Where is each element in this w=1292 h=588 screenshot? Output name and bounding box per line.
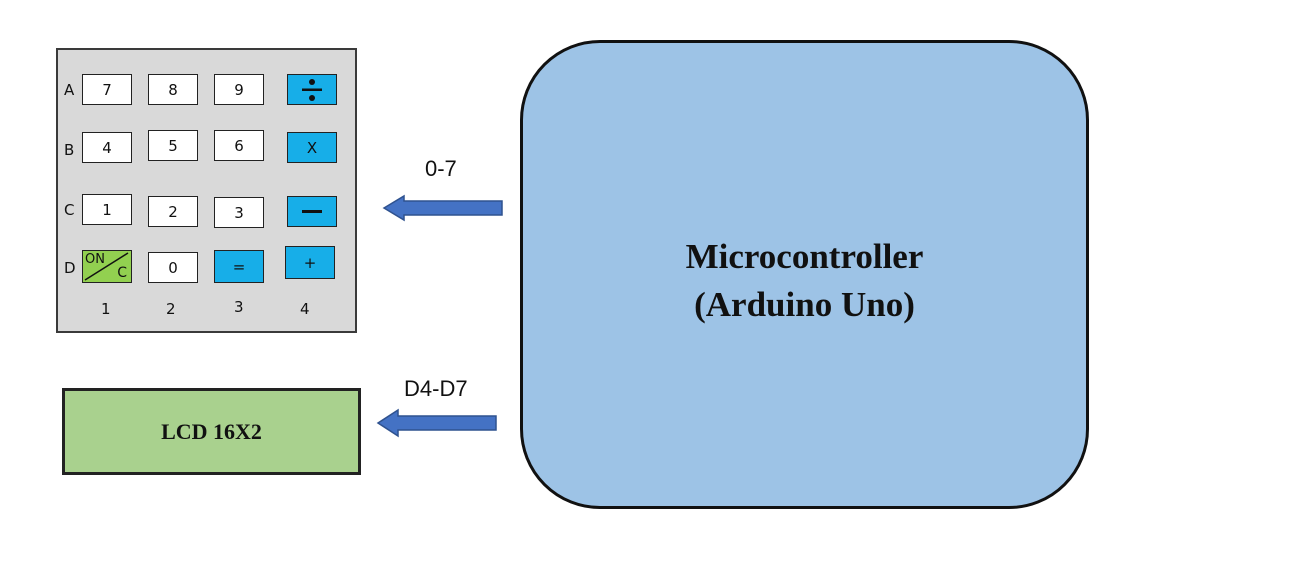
key-2[interactable]: 2 xyxy=(148,196,198,227)
clear-label: C xyxy=(117,265,127,281)
microcontroller-name: Microcontroller xyxy=(685,237,924,276)
left-arrow-icon xyxy=(382,194,503,222)
col-label-4: 4 xyxy=(300,300,310,318)
row-label-a: A xyxy=(64,81,75,99)
row-label-b: B xyxy=(64,141,75,159)
key-divide[interactable] xyxy=(287,74,337,105)
key-3[interactable]: 3 xyxy=(214,197,264,228)
microcontroller-block: Microcontroller (Arduino Uno) xyxy=(520,40,1089,509)
key-5[interactable]: 5 xyxy=(148,130,198,161)
on-label: ON xyxy=(85,252,105,267)
key-0[interactable]: 0 xyxy=(148,252,198,283)
minus-icon xyxy=(302,209,322,213)
key-6[interactable]: 6 xyxy=(214,130,264,161)
key-equals[interactable]: = xyxy=(214,250,264,283)
key-multiply[interactable]: X xyxy=(287,132,337,163)
lcd-block: LCD 16X2 xyxy=(62,388,361,475)
key-1[interactable]: 1 xyxy=(82,194,132,225)
key-8[interactable]: 8 xyxy=(148,74,198,105)
row-label-c: C xyxy=(64,201,75,219)
key-9[interactable]: 9 xyxy=(214,74,264,105)
left-arrow-icon xyxy=(376,408,497,438)
key-minus[interactable] xyxy=(287,196,337,227)
microcontroller-model: (Arduino Uno) xyxy=(694,285,915,324)
key-4[interactable]: 4 xyxy=(82,132,132,163)
divide-icon xyxy=(302,78,322,101)
diagonal-slash-icon xyxy=(84,252,129,281)
col-label-2: 2 xyxy=(166,300,176,318)
row-label-d: D xyxy=(64,259,76,277)
key-plus[interactable]: + xyxy=(285,246,335,279)
keypad-signal-label: 0-7 xyxy=(425,156,457,181)
col-label-3: 3 xyxy=(234,298,244,316)
microcontroller-title: Microcontroller (Arduino Uno) xyxy=(523,233,1086,329)
key-7[interactable]: 7 xyxy=(82,74,132,105)
key-on-clear[interactable]: ON C xyxy=(82,250,132,283)
lcd-signal-label: D4-D7 xyxy=(404,376,468,401)
lcd-label: LCD 16X2 xyxy=(161,418,262,444)
keypad: A B C D 7 8 9 4 5 6 X 1 2 3 ON C 0 = + 1… xyxy=(56,48,357,333)
col-label-1: 1 xyxy=(101,300,111,318)
